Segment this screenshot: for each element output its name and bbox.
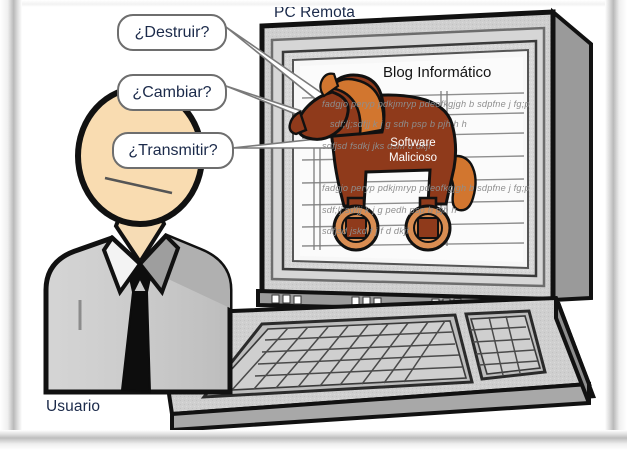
horse-wheel-front [332,204,380,252]
user-tie [120,291,152,394]
keyboard-key-cols [231,320,446,391]
blog-line: sdfjsd jskd f j f d dkjf [322,226,410,236]
speech-bubble-cambiar-text: ¿Cambiar? [132,83,212,101]
speech-bubble-destruir[interactable]: ¿Destruir? [117,14,227,51]
horse-wheel-back [404,204,452,252]
frame-top-edge [0,0,627,7]
blog-line: sdfjsd fsdkj jks dsm d dkjf [322,141,432,151]
user-mouth [104,176,173,195]
horse-head [296,90,350,141]
keyboard-numpad-keys [469,315,539,376]
user-tie-knot [128,260,152,295]
horse-ear [319,72,340,98]
frame-right-edge [605,0,627,450]
frame-left-edge [0,0,22,450]
blog-line: sdf;lj;sdfjj k j g sdh psp b pjh h h [330,119,467,129]
frame-bottom-edge [0,430,627,450]
blog-line: sdf;lj;sdfjj k j g pedh psp b pjh h [322,205,457,215]
user-collar-left [101,234,143,297]
speech-bubble-transmitir-text: ¿Transmitir? [128,141,218,159]
speech-bubble-cambiar[interactable]: ¿Cambiar? [117,74,227,111]
horse-mane [327,77,385,136]
trojan-horse-icon [288,72,477,252]
user-collar-right [137,233,181,297]
user-shoulder-shade [166,236,230,308]
laptop-lid-side [551,7,593,303]
user-label: Usuario [46,398,101,415]
speech-bubble-destruir-text: ¿Destruir? [134,23,210,41]
laptop-right-face [554,297,591,404]
blog-line: fadgjo peryp pdkjmryp pdeofkgjgh b sdpfn… [322,183,530,193]
horse-muzzle [288,110,308,136]
speech-bubble-transmitir[interactable]: ¿Transmitir? [112,132,234,169]
blog-title: Blog Informático [383,64,492,81]
remote-pc-label: PC Remota [274,4,356,21]
blog-line: fadgjo peryp pdkjmryp pdeofkgjgh b sdpfn… [322,99,530,109]
